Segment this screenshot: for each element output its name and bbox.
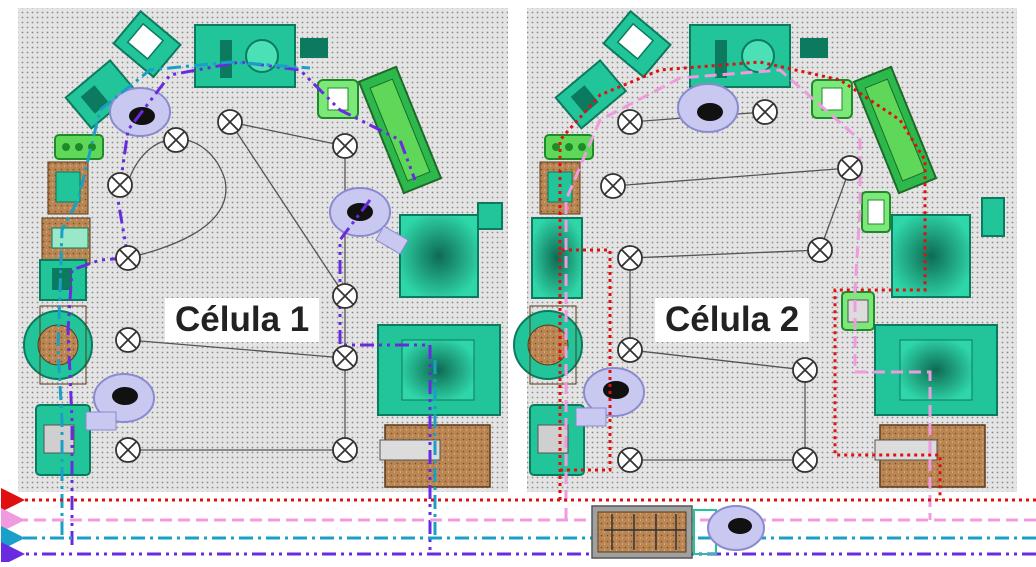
station-node-icon	[752, 99, 778, 125]
station-nodes	[107, 99, 863, 473]
cell-1-flow-blue	[56, 60, 437, 535]
station-node-icon	[115, 327, 141, 353]
cell-1-connectors	[127, 121, 346, 451]
cell-2-flow-pink	[564, 68, 932, 520]
cell-1-machine-topleft	[112, 9, 182, 79]
station-node-icon	[792, 447, 818, 473]
station-node-icon	[115, 437, 141, 463]
station-node-icon	[617, 245, 643, 271]
station-node-icon	[617, 447, 643, 473]
bottom-station	[591, 505, 765, 559]
flow-lines-bottom	[0, 488, 1036, 566]
cell-1-robot-right	[329, 187, 409, 255]
cell-2-conveyor-small-right	[811, 79, 891, 331]
cell-1-conveyor-right	[357, 65, 443, 195]
station-node-icon	[807, 237, 833, 263]
cell-2-machine-right-bottom	[874, 324, 998, 416]
station-node-icon	[163, 127, 189, 153]
station-node-icon	[115, 245, 141, 271]
station-node-icon	[617, 109, 643, 135]
cell-2-storage-left	[531, 161, 583, 299]
cell-2-robot-top	[677, 83, 739, 133]
station-node-icon	[332, 345, 358, 371]
cell-2-machine-top	[689, 24, 828, 88]
station-node-icon	[617, 337, 643, 363]
station-node-icon	[332, 437, 358, 463]
cell-1-machine-right-bottom	[377, 324, 501, 416]
cell-2-machine-bottomleft	[529, 404, 585, 476]
cell-1-conveyor-small-right	[317, 79, 359, 119]
cell-2-conveyor-right	[852, 65, 938, 195]
cell-2-machine-right-mid	[891, 197, 1005, 298]
station-node-icon	[792, 357, 818, 383]
cell-1-label: Célula 1	[165, 298, 320, 342]
cell-2-flow-red	[558, 60, 942, 500]
station-node-icon	[332, 133, 358, 159]
station-node-icon	[837, 155, 863, 181]
cell-1-storage-bottomright	[379, 424, 491, 488]
cell-2	[513, 9, 1005, 520]
cell-1-robot-bottom	[85, 373, 155, 431]
station-node-icon	[600, 173, 626, 199]
cell-1-machine-right-mid	[399, 202, 503, 298]
station-node-icon	[107, 172, 133, 198]
station-node-icon	[332, 283, 358, 309]
cell-2-machine-topleft	[602, 9, 672, 79]
cell-1	[23, 9, 503, 555]
station-node-icon	[217, 109, 243, 135]
cell-2-label: Célula 2	[655, 298, 810, 342]
cell-1-conveyor-small	[54, 134, 104, 160]
cell-2-conveyor-small	[544, 134, 594, 160]
